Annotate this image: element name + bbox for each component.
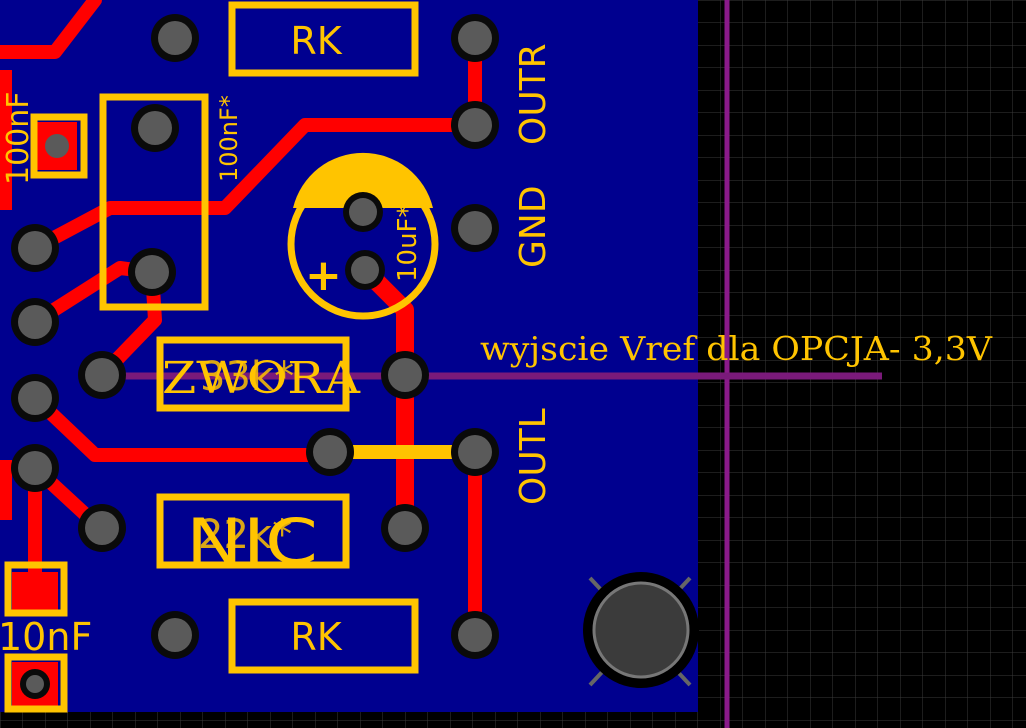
pad xyxy=(151,14,199,62)
cap-10uF-plus-label: + xyxy=(305,250,342,301)
nic-label: NIC xyxy=(186,505,318,578)
pad xyxy=(78,351,126,399)
cap-100nF-left-label: 100nF xyxy=(1,91,36,185)
zwora-overlap-label: 33k* xyxy=(200,354,294,400)
pad xyxy=(11,374,59,422)
cap-10uF-label: 10uF* xyxy=(393,204,423,282)
pad xyxy=(128,248,176,296)
pad xyxy=(131,104,179,152)
pad xyxy=(78,504,126,552)
pad xyxy=(451,204,499,252)
pad xyxy=(11,298,59,346)
pad xyxy=(381,504,429,552)
pad xyxy=(151,611,199,659)
pad xyxy=(343,192,383,232)
pad xyxy=(11,224,59,272)
pad xyxy=(45,134,69,158)
connector-gnd-label: GND xyxy=(513,185,554,268)
cap-10nF-label: 10nF xyxy=(0,615,92,659)
cap-10uF-polarity-fill xyxy=(293,152,433,208)
pads xyxy=(11,14,499,699)
pad xyxy=(381,351,429,399)
nic-overlap-label: 22k* xyxy=(198,512,292,558)
copper-pad-left-bottom xyxy=(0,460,12,520)
rk-bottom-label: RK xyxy=(290,615,342,659)
rk-top-label: RK xyxy=(290,19,342,63)
pad xyxy=(451,101,499,149)
pad xyxy=(451,611,499,659)
vref-note: wyjscie Vref dla OPCJA- 3,3V xyxy=(480,329,993,368)
silkscreen-outlines xyxy=(4,1,439,713)
pad xyxy=(20,669,50,699)
pad xyxy=(11,444,59,492)
smd-pad-10nF-top xyxy=(12,572,58,612)
pad xyxy=(451,428,499,476)
connector-outl-label: OUTL xyxy=(513,408,554,505)
copper-pad-left-top xyxy=(0,70,12,210)
zwora-label: ZWORA xyxy=(162,353,361,404)
mounting-hole xyxy=(583,572,699,688)
cap-100nF-box-label: 100nF* xyxy=(215,95,243,182)
connector-outr-label: OUTR xyxy=(513,43,554,145)
pad xyxy=(451,14,499,62)
pad xyxy=(345,250,385,290)
pad xyxy=(306,428,354,476)
